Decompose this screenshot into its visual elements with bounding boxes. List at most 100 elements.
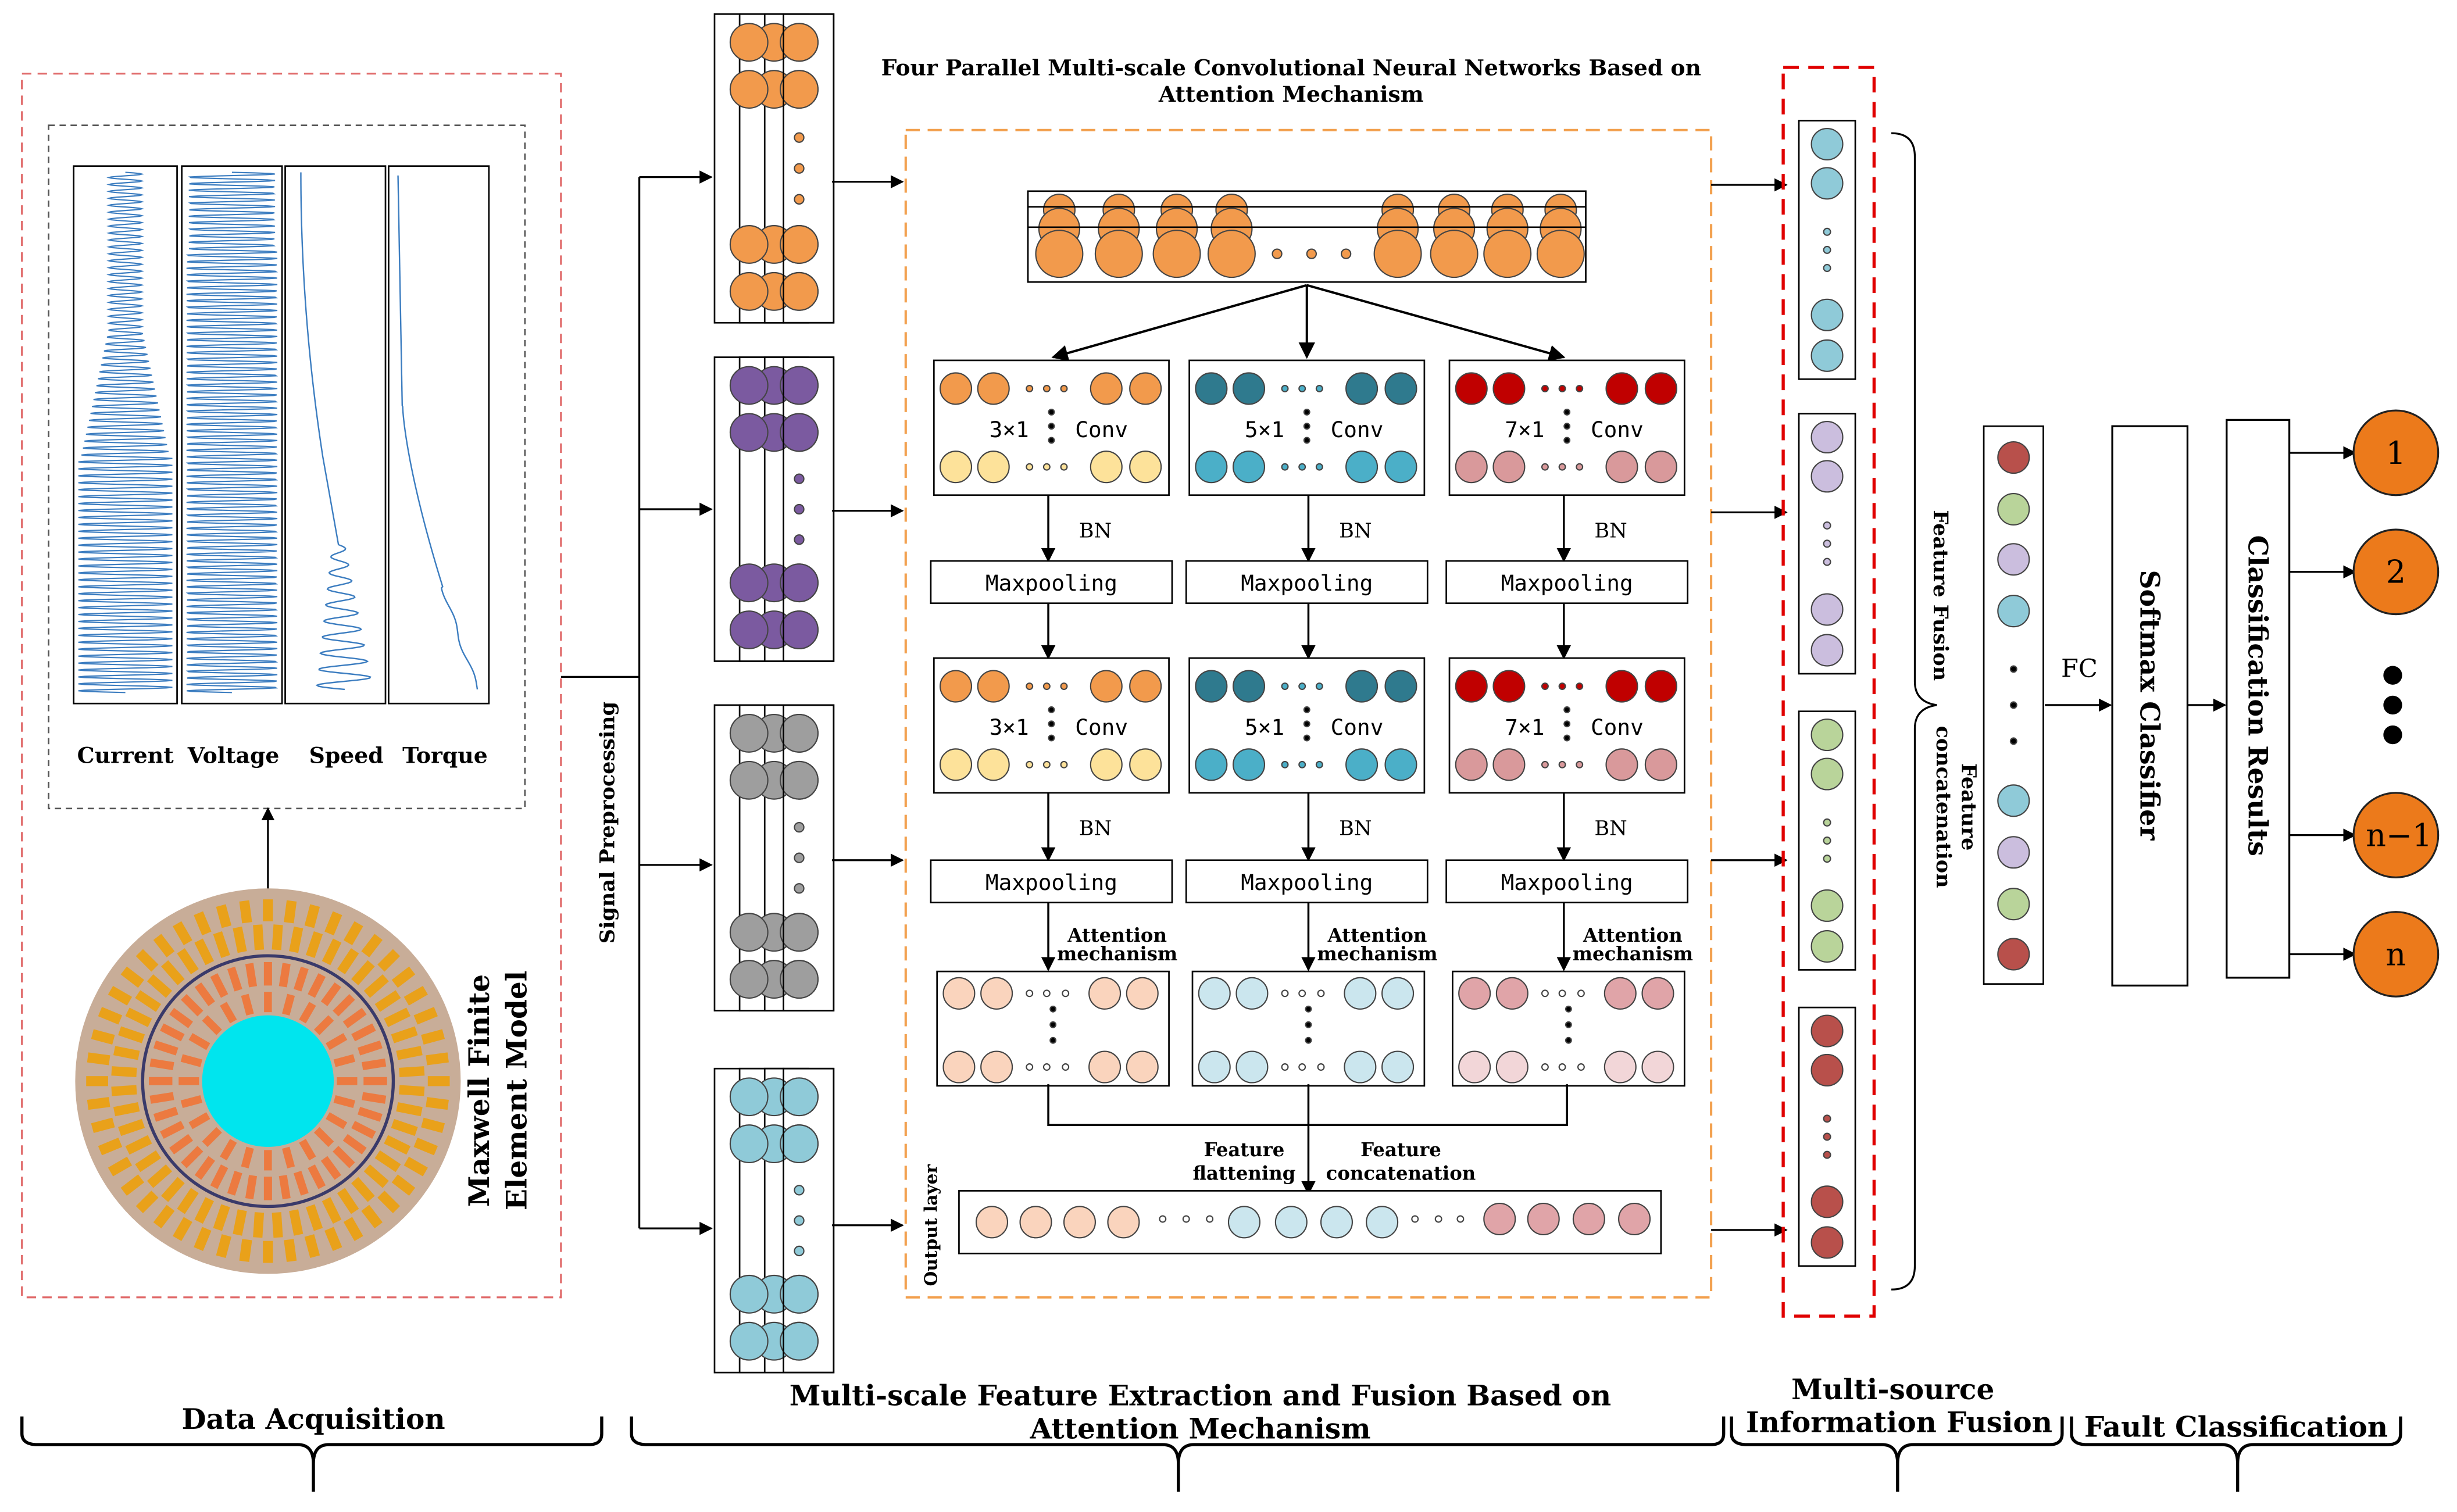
stack-dot (794, 821, 805, 833)
fusion-dot (1823, 557, 1831, 566)
fusion-feature-columns (1798, 120, 1856, 1267)
stator-slot (391, 1026, 418, 1043)
rotor-slot (149, 1077, 173, 1085)
attention-neuron (942, 1050, 976, 1084)
signal-preprocessing-label: Signal Preprocessing (596, 702, 620, 943)
output-class-n-1-label: n−1 (2366, 817, 2432, 853)
stator-slot (216, 1234, 232, 1259)
attention-neuron (1088, 977, 1122, 1010)
bn-label: BN (1079, 519, 1112, 542)
conv-dot (1303, 706, 1310, 713)
feature-concat-label-line1: Feature (1956, 763, 1980, 850)
conv-dot (1042, 760, 1051, 768)
conv-neuron (1492, 670, 1526, 703)
fusion-neuron (1810, 420, 1844, 454)
attention-dot (1298, 1063, 1306, 1071)
conv-dot (1541, 682, 1549, 691)
stage-brace-fault-classification (2070, 1416, 2402, 1492)
rotor-slot (278, 963, 291, 988)
rotor-inner-slot (264, 992, 272, 1013)
conv-dot (1048, 734, 1055, 742)
output-neuron (1019, 1206, 1052, 1239)
stator-slot (98, 1138, 123, 1156)
conv-neuron (1345, 670, 1379, 703)
stack-neuron (780, 913, 819, 952)
conv-dot (1558, 463, 1566, 471)
stack-dot (794, 534, 805, 545)
attention-dot (1062, 989, 1070, 998)
stator-slot (426, 1097, 449, 1110)
attention-label-line1: Attention (1583, 924, 1683, 946)
rotor-slot (362, 1092, 387, 1104)
bn-label: BN (1594, 519, 1627, 542)
stator-slot (289, 926, 303, 953)
stator-slot (216, 904, 232, 928)
concat-dot (2009, 701, 2017, 709)
maxpooling-label: Maxpooling (1241, 870, 1373, 895)
stack-dot (794, 1215, 805, 1226)
stack-neuron (780, 271, 819, 311)
fusion-neuron (1810, 298, 1844, 331)
conv-dot (1315, 682, 1323, 691)
rotor-slot (363, 1077, 387, 1085)
attention-neuron (1495, 977, 1529, 1010)
attention-label-line2: mechanism (1317, 943, 1437, 965)
stack-neuron (780, 1321, 819, 1361)
attention-neuron (1344, 1050, 1377, 1084)
conv-dot (1576, 760, 1584, 768)
conv-label: Conv (1591, 714, 1644, 740)
stator-slot (161, 1177, 185, 1202)
conv-neuron (1233, 748, 1266, 781)
output-neuron (1107, 1206, 1140, 1239)
maxpooling-label: Maxpooling (985, 870, 1117, 895)
stator-slot (421, 1029, 445, 1045)
conv-dot (1576, 463, 1584, 471)
stator-slot (173, 1217, 192, 1241)
kernel-size-label: 5×1 (1245, 714, 1284, 740)
rotor-slot (169, 1134, 193, 1154)
conv-dot (1303, 408, 1310, 416)
split-arrow-left (1051, 284, 1308, 362)
conv-label: Conv (1075, 417, 1128, 442)
concat-neuron (1997, 492, 2030, 526)
conv-dot (1558, 384, 1566, 392)
stator-slot (374, 990, 401, 1012)
attention-label-line1: Attention (1327, 924, 1427, 946)
fusion-neuron (1810, 719, 1844, 752)
maxpooling-label: Maxpooling (985, 570, 1117, 596)
stator-slot (108, 985, 133, 1006)
stator-slot (391, 1174, 416, 1196)
rotor-slot (294, 966, 309, 992)
rotor-slot (342, 1134, 367, 1154)
conv-dot (1541, 463, 1549, 471)
feature-concatenation-line2: concatenation (1326, 1163, 1476, 1185)
conv-dot (1303, 720, 1310, 728)
conv-dot (1541, 760, 1549, 768)
speed-plot (284, 165, 387, 705)
conv-dot (1042, 384, 1051, 392)
conv-dot (1026, 384, 1034, 392)
stator-slot (108, 1156, 133, 1177)
input-stack-blue (713, 1067, 835, 1374)
maxpooling-block (1185, 859, 1429, 903)
stator-slot (213, 1204, 230, 1231)
stack-neuron-back (729, 713, 769, 753)
rotor-slot (263, 1177, 272, 1200)
conv-dot (1576, 682, 1584, 691)
conv-dot (1026, 463, 1034, 471)
layer-neuron (1035, 230, 1084, 278)
concat-neuron (1997, 784, 2030, 817)
rotor-inner-slot (337, 1077, 358, 1085)
rotor-inner-slot (241, 993, 254, 1016)
attention-dot (1042, 1063, 1051, 1071)
rotor-inner-slot (326, 1033, 348, 1050)
stack-neuron-back (729, 70, 769, 109)
bn-label: BN (1339, 817, 1372, 841)
attention-dot (1026, 1063, 1034, 1071)
attention-neuron (1126, 1050, 1159, 1084)
stack-neuron (780, 366, 819, 405)
attention-neuron (1344, 977, 1377, 1010)
stator-slot (118, 1026, 145, 1043)
stator-slot (194, 938, 214, 966)
